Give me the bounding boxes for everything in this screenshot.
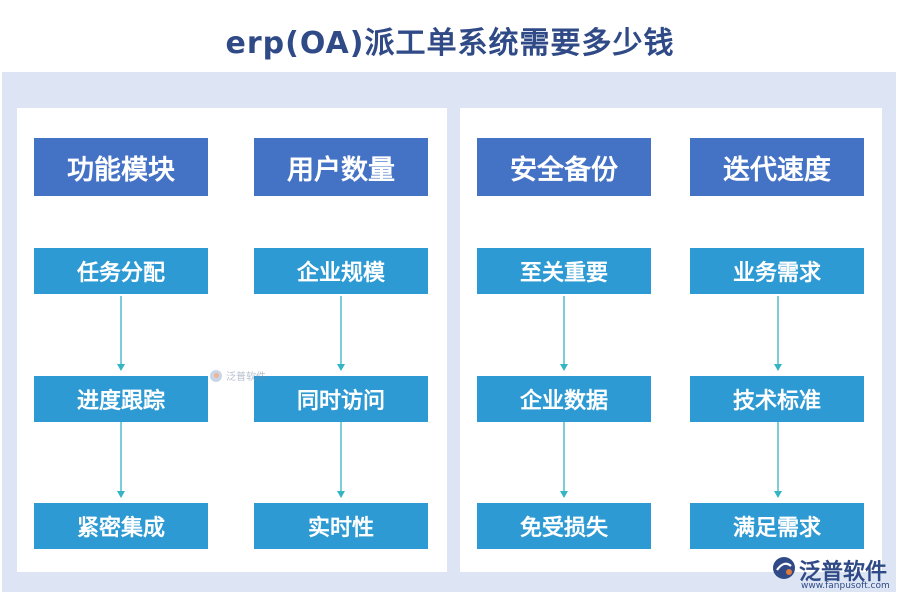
node-4-1: 业务需求 bbox=[690, 248, 864, 294]
watermark-logo-icon bbox=[210, 369, 222, 382]
header-security-backup: 安全备份 bbox=[477, 138, 651, 196]
node-3-1: 至关重要 bbox=[477, 248, 651, 294]
node-2-2: 同时访问 bbox=[254, 376, 428, 422]
brand-name: 泛普软件 bbox=[799, 560, 888, 585]
node-3-3: 免受损失 bbox=[477, 503, 651, 549]
header-function-module: 功能模块 bbox=[34, 138, 208, 196]
brand-logo: 泛普软件 www.fanpusoft.com bbox=[765, 552, 897, 598]
watermark: 泛普软件 bbox=[210, 368, 266, 383]
node-4-3: 满足需求 bbox=[690, 503, 864, 549]
node-2-3: 实时性 bbox=[254, 503, 428, 549]
watermark-text: 泛普软件 bbox=[226, 372, 266, 383]
node-2-1: 企业规模 bbox=[254, 248, 428, 294]
node-4-2: 技术标准 bbox=[690, 376, 864, 422]
brand-url: www.fanpusoft.com bbox=[801, 581, 890, 591]
header-user-count: 用户数量 bbox=[254, 138, 428, 196]
header-iteration-speed: 迭代速度 bbox=[690, 138, 864, 196]
page-title: erp(OA)派工单系统需要多少钱 bbox=[225, 26, 675, 61]
node-1-1: 任务分配 bbox=[34, 248, 208, 294]
node-1-3: 紧密集成 bbox=[34, 503, 208, 549]
node-1-2: 进度跟踪 bbox=[34, 376, 208, 422]
node-3-2: 企业数据 bbox=[477, 376, 651, 422]
brand-logo-icon bbox=[773, 557, 795, 579]
